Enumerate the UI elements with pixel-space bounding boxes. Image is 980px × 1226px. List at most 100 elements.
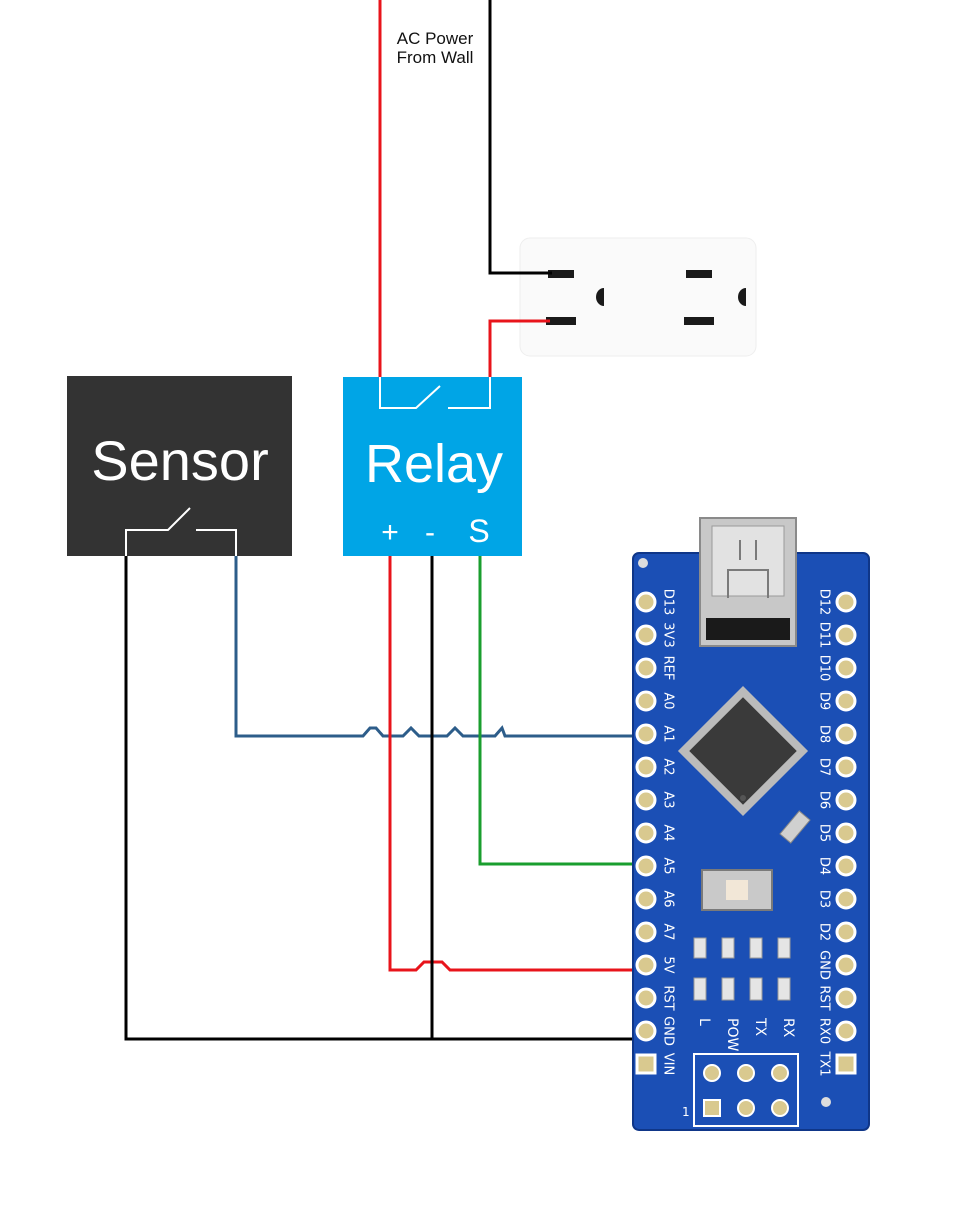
mount-hole-top	[638, 558, 648, 568]
left-pin-label-3v3: 3V3	[661, 622, 676, 647]
ac-power-label-line1: AC Power	[397, 29, 474, 48]
wire-sensor-to-gnd	[124, 556, 642, 1041]
right-pin-pad-d3	[835, 888, 857, 910]
left-pin-label-ref: REF	[661, 656, 676, 681]
right-pin-pad-d4	[835, 855, 857, 877]
left-pin-pad-gnd	[635, 1020, 657, 1042]
icsp-pin1-label: 1	[682, 1105, 690, 1119]
right-pin-pad-gnd	[835, 954, 857, 976]
wire-relay-plus-to-5v	[388, 556, 642, 972]
right-pin-label-d9: D9	[817, 692, 832, 710]
mount-hole	[821, 1097, 831, 1107]
left-pin-label-a6: A6	[661, 890, 676, 907]
right-pin-label-d6: D6	[817, 791, 832, 809]
relay-label: Relay	[365, 434, 503, 494]
right-pin-pad-d9	[835, 690, 857, 712]
left-pin-label-a0: A0	[661, 692, 676, 709]
right-pin-pad-d11	[835, 624, 857, 646]
crystal	[779, 810, 811, 844]
ac-wires	[378, 0, 552, 378]
relay-pin-signal: S	[468, 513, 489, 549]
right-pin-label-d3: D3	[817, 890, 832, 908]
right-pin-label-d8: D8	[817, 725, 832, 743]
led-label-rx: RX	[780, 1018, 796, 1038]
right-pin-label-gnd: GND	[817, 950, 832, 980]
left-pin-pad-a5	[635, 855, 657, 877]
right-pin-label-d4: D4	[817, 857, 832, 875]
right-pin-pad-d6	[835, 789, 857, 811]
icsp-header: 1	[682, 1053, 799, 1127]
right-pin-pad-d10	[835, 657, 857, 679]
left-pin-pad-a3	[635, 789, 657, 811]
left-pin-label-a1: A1	[661, 725, 676, 742]
right-pin-label-d12: D12	[817, 589, 832, 616]
outlet-ground-hole-2	[738, 288, 746, 306]
left-pin-label-a7: A7	[661, 923, 676, 940]
left-pin-pad-vin	[635, 1053, 657, 1075]
relay-box: Relay + - S	[343, 377, 522, 556]
left-pin-label-a5: A5	[661, 857, 676, 874]
ac-power-label: AC Power From Wall	[397, 29, 474, 67]
right-pin-pad-d8	[835, 723, 857, 745]
sensor-switch-symbol	[125, 507, 237, 556]
usb-connector	[699, 517, 797, 647]
led-label-l: L	[696, 1018, 712, 1026]
sensor-box: Sensor	[67, 376, 292, 556]
left-pin-label-vin: VIN	[661, 1053, 676, 1075]
left-pin-label-d13: D13	[661, 589, 676, 616]
right-pin-pad-d2	[835, 921, 857, 943]
wire-sensor-to-a1	[234, 556, 642, 738]
led-labels: L POW TX RX	[696, 1017, 796, 1051]
ac-power-label-line2: From Wall	[397, 48, 474, 67]
left-pin-label-a2: A2	[661, 758, 676, 775]
right-pin-label-d5: D5	[817, 824, 832, 842]
wall-outlet	[519, 237, 757, 357]
reset-button	[701, 869, 773, 911]
led-label-tx: TX	[752, 1017, 768, 1037]
outlet-slot-4	[684, 317, 714, 325]
right-pin-label-d7: D7	[817, 758, 832, 776]
right-pin-label-tx1: TX1	[817, 1050, 832, 1076]
right-pin-label-rx0: RX0	[817, 1018, 832, 1044]
outlet-slot-2	[546, 317, 576, 325]
outlet-slot-1	[548, 270, 574, 278]
led-label-pow: POW	[724, 1018, 740, 1051]
outlet-ground-hole-1	[596, 288, 604, 306]
left-pin-pad-5v	[635, 954, 657, 976]
left-pin-pad-a6	[635, 888, 657, 910]
left-pin-label-5v: 5V	[661, 956, 676, 973]
left-pin-pad-d13	[635, 591, 657, 613]
left-pin-pad-ref	[635, 657, 657, 679]
left-pin-label-a3: A3	[661, 791, 676, 808]
left-pin-label-rst: RST	[661, 985, 676, 1010]
right-pin-pad-tx1	[835, 1053, 857, 1075]
right-pin-label-d11: D11	[817, 622, 832, 649]
left-pin-label-gnd: GND	[661, 1016, 676, 1046]
left-pin-label-a4: A4	[661, 824, 676, 841]
left-pin-pad-3v3	[635, 624, 657, 646]
wire-relay-to-outlet	[488, 319, 550, 378]
right-pin-label-d2: D2	[817, 923, 832, 941]
microcontroller-chip	[677, 685, 809, 817]
left-pin-pad-a2	[635, 756, 657, 778]
right-pin-pad-d7	[835, 756, 857, 778]
left-pin-pad-a1	[635, 723, 657, 745]
right-pin-pad-d12	[835, 591, 857, 613]
left-pin-pad-a4	[635, 822, 657, 844]
left-pin-pad-a7	[635, 921, 657, 943]
outlet-slot-3	[686, 270, 712, 278]
left-pin-pad-rst	[635, 987, 657, 1009]
relay-pin-minus: -	[425, 516, 435, 549]
right-pin-pad-rx0	[835, 1020, 857, 1042]
right-pin-pad-d5	[835, 822, 857, 844]
smd-components	[693, 937, 791, 1001]
sensor-label: Sensor	[91, 429, 268, 492]
relay-switch-symbol	[379, 377, 491, 409]
relay-pin-plus: +	[381, 516, 399, 549]
left-pin-pad-a0	[635, 690, 657, 712]
right-pin-pad-rst	[835, 987, 857, 1009]
